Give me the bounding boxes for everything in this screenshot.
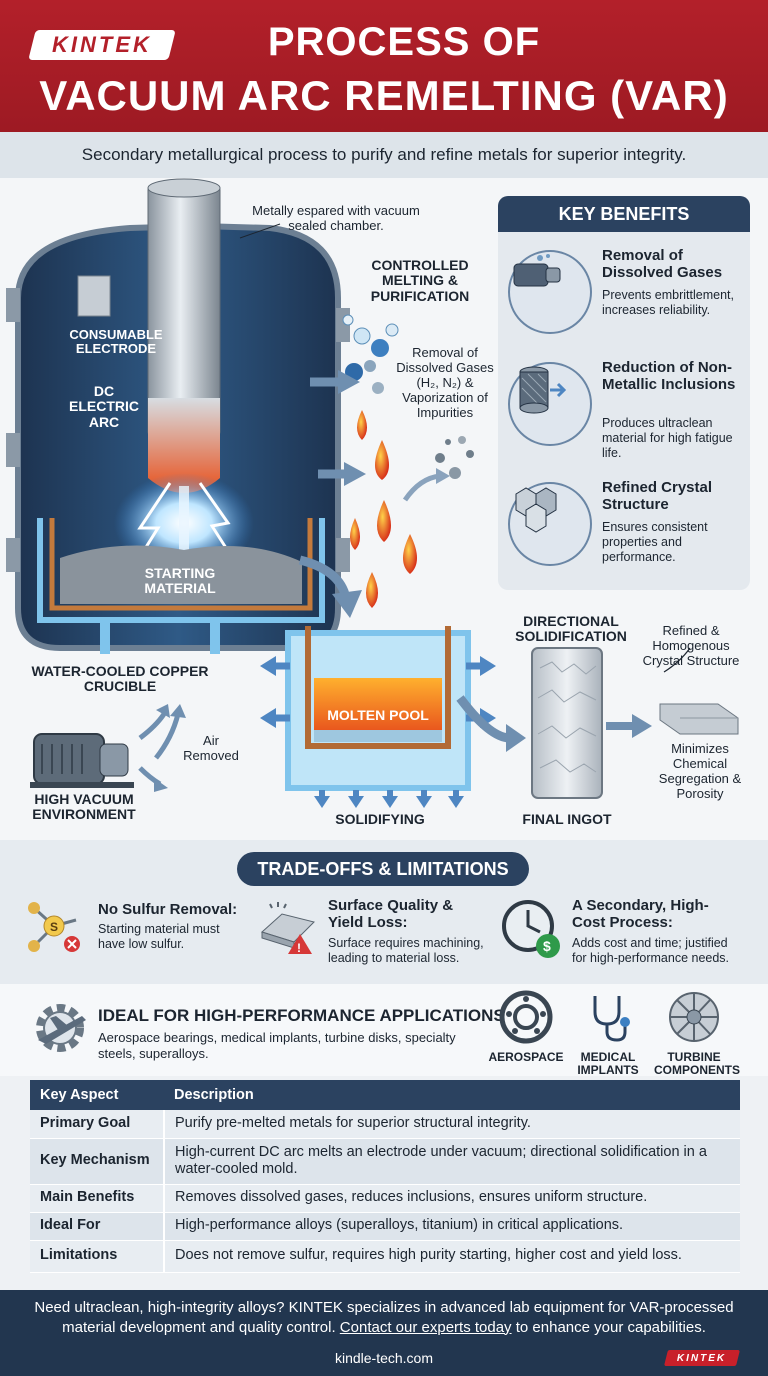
tradeoff-desc: Adds cost and time; justified for high-p… [572,936,730,965]
page-title-line2: VACUUM ARC REMELTING (VAR) [39,72,729,119]
consumable-electrode-label: CONSUMABLE ELECTRODE [69,327,163,357]
table-cell-aspect: Limitations [30,1240,165,1273]
minimizes-label: Minimizes Chemical Segregation & Porosit… [658,741,742,801]
app-label: MEDICAL IMPLANTS [577,1050,639,1077]
crucible-label: WATER-COOLED COPPER CRUCIBLE [31,663,209,695]
table-cell-aspect: Ideal For [30,1212,165,1241]
table-cell-desc: Does not remove sulfur, requires high pu… [164,1240,740,1273]
chamber-note: Metally espared with vacuum sealed chamb… [252,203,420,233]
gear-plane-icon [36,1004,86,1052]
tradeoffs-heading: TRADE-OFFS & LIMITATIONS [237,852,529,886]
svg-text:!: ! [297,941,301,955]
key-benefits-panel: KEY BENEFITS Removal of Dissolved Gases … [498,196,750,590]
benefit-item: Refined Crystal Structure Ensures consis… [506,476,746,586]
molten-pool-label: MOLTEN POOL [327,707,429,723]
ideal-applications-section: IDEAL FOR HIGH-PERFORMANCE APPLICATIONS … [0,984,768,1076]
process-diagram: Metally espared with vacuum sealed chamb… [0,178,768,840]
tradeoff-desc: Starting material must have low sulfur. [98,922,220,951]
turbine-icon [669,992,719,1042]
ingot-warning-icon: ! [261,902,315,955]
app-label: TURBINE COMPONENTS [654,1050,741,1077]
stethoscope-icon [593,996,630,1042]
benefit-title: Removal of Dissolved Gases [602,247,723,281]
vacuum-environment-label: HIGH VACUUM ENVIRONMENT [32,791,136,823]
removal-note: Removal of Dissolved Gases (H₂, N₂) & Va… [396,345,494,420]
table-header-row: Key Aspect Description [30,1080,740,1110]
footer-kintek-logo[interactable]: KINTEK [664,1350,740,1366]
tradeoff-item: S No Sulfur Removal: Starting material m… [24,898,254,978]
page-title-line1: PROCESS OF [267,20,541,64]
bearing-icon [499,990,553,1044]
tradeoffs-section: TRADE-OFFS & LIMITATIONS S No Sulfur Rem… [0,840,768,984]
benefit-desc: Produces ultraclean material for high fa… [602,416,733,460]
tradeoff-title: Surface Quality & Yield Loss: [328,897,454,931]
tradeoff-desc: Surface requires machining, leading to m… [328,936,484,965]
starting-material-label: STARTING MATERIAL [144,565,216,597]
svg-text:$: $ [543,938,551,954]
table-header: Description [164,1080,740,1110]
subtitle: Secondary metallurgical process to purif… [81,145,687,164]
final-ingot-label: FINAL INGOT [522,811,612,827]
table-cell-aspect: Key Mechanism [30,1138,165,1185]
contact-experts-link[interactable]: Contact our experts today [339,1318,512,1336]
benefit-title: Refined Crystal Structure [602,479,713,513]
benefit-desc: Prevents embrittlement, increases reliab… [602,288,734,317]
table-header: Key Aspect [30,1080,164,1110]
table-cell-desc: Purify pre-melted metals for superior st… [164,1110,740,1139]
table-cell-aspect: Main Benefits [30,1184,165,1213]
app-medical: MEDICAL IMPLANTS [568,990,648,1076]
table-cell-desc: High-current DC arc melts an electrode u… [164,1138,740,1185]
refined-structure-label: Refined & Homogenous Crystal Structure [642,623,740,668]
ideal-title: IDEAL FOR HIGH-PERFORMANCE APPLICATIONS [98,1006,505,1025]
footer-text-after: to enhance your capabilities. [515,1318,706,1336]
benefit-item: Reduction of Non-Metallic Inclusions Pro… [506,356,746,466]
clock-cost-icon: $ [502,900,560,958]
process-illustration [6,178,739,808]
solidifying-label: SOLIDIFYING [335,811,425,827]
footer-text-before: Need ultraclean, high-integrity alloys? … [34,1299,734,1336]
tradeoff-item: $ A Secondary, High-Cost Process: Adds c… [500,897,750,978]
table-cell-aspect: Primary Goal [30,1110,165,1139]
app-label: AEROSPACE [488,1050,564,1064]
app-aerospace: AEROSPACE [486,990,566,1064]
filter-icon [508,362,592,446]
svg-text:S: S [50,920,58,934]
ideal-desc: Aerospace bearings, medical implants, tu… [98,1030,456,1061]
subtitle-bar: Secondary metallurgical process to purif… [0,132,768,178]
directional-solidification-label: DIRECTIONAL SOLIDIFICATION [515,613,627,645]
benefit-desc: Ensures consistent properties and perfor… [602,520,708,564]
tradeoff-item: ! Surface Quality & Yield Loss: Surface … [256,897,496,978]
footer-url[interactable]: kindle-tech.com [334,1350,434,1366]
tradeoff-title: A Secondary, High-Cost Process: [572,897,709,931]
molecule-icon: S [28,902,80,952]
benefit-title: Reduction of Non-Metallic Inclusions [602,359,736,393]
dc-arc-label: DC ELECTRIC ARC [69,383,139,430]
key-benefits-heading: KEY BENEFITS [498,196,750,232]
table-cell-desc: High-performance alloys (superalloys, ti… [164,1212,740,1241]
controlled-melting-label: CONTROLLED MELTING & PURIFICATION [370,257,470,304]
air-removed-label: Air Removed [183,733,239,763]
vacuum-pump-icon [508,250,592,334]
benefit-item: Removal of Dissolved Gases Prevents embr… [506,244,746,354]
header-banner: KINTEK PROCESS OF VACUUM ARC REMELTING (… [0,0,768,132]
footer: Need ultraclean, high-integrity alloys? … [0,1290,768,1376]
app-turbine: TURBINE COMPONENTS [654,990,741,1077]
footer-text: Need ultraclean, high-integrity alloys? … [20,1298,748,1337]
table-cell-desc: Removes dissolved gases, reduces inclusi… [164,1184,740,1213]
tradeoff-title: No Sulfur Removal: [98,901,238,918]
crystal-icon [508,482,592,566]
